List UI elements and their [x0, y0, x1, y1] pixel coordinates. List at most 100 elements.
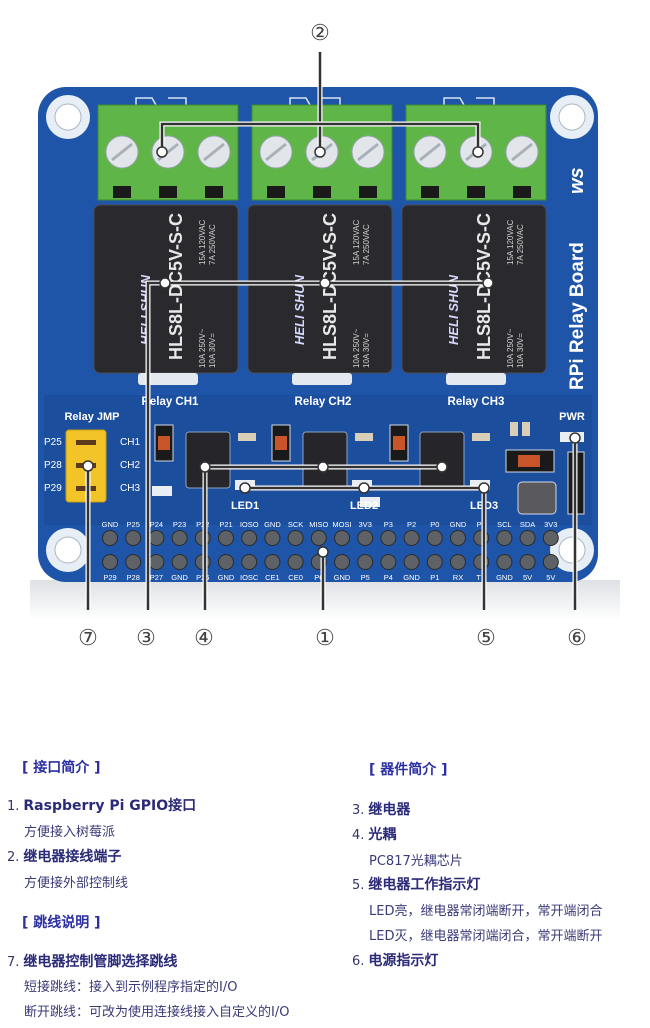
gpio-pin	[380, 530, 397, 546]
screw-slot	[419, 142, 441, 162]
wire-slot	[467, 186, 485, 198]
item-number: 6.	[352, 954, 365, 969]
item-title: 继电器工作指示灯	[368, 877, 481, 893]
gpio-top-label: P24	[150, 520, 163, 529]
component-item-5-desc-1: LED亮，继电器常闭端断开，常开端闭合	[369, 904, 603, 919]
diodes	[154, 424, 555, 473]
item-title: 电源指示灯	[368, 953, 439, 969]
callout-1: ①	[315, 625, 335, 650]
gpio-bottom-label: 5V	[546, 573, 555, 582]
gpio-pin	[218, 554, 234, 570]
relay-pad	[446, 373, 506, 385]
callout-5: ⑤	[476, 625, 496, 650]
gpio-top-label: 3V3	[359, 520, 372, 529]
jumper-ch-3: CH3	[120, 483, 140, 494]
gpio-pin	[542, 554, 559, 570]
relay-board-figure: HLS8L-DC5V-S-C HELI SHUN 10A 250V~ 15A 120V…	[30, 20, 620, 650]
gpio-top-label: 3V3	[544, 520, 557, 529]
gpio-bottom-label: P29	[103, 573, 116, 582]
relay-rating: 15A 120VAC	[352, 220, 361, 265]
wire-slot	[313, 186, 331, 198]
interface-item-2: 2.继电器接线端子	[7, 846, 121, 866]
gpio-top-label: P0	[430, 520, 439, 529]
callout-3: ③	[136, 625, 156, 650]
gpio-top-label: GND	[264, 520, 281, 529]
gpio-bottom-label: CE1	[265, 573, 280, 582]
wire-slot	[359, 186, 377, 198]
jumper-section-title: [ 跳线说明 ]	[22, 915, 101, 931]
gpio-bottom-label: GND	[496, 573, 513, 582]
callout-4: ④	[194, 625, 214, 650]
jumper-pin-2: P28	[44, 460, 62, 471]
wire-slot	[267, 186, 285, 198]
screw-slot	[511, 142, 533, 162]
jumper-item-7: 7.继电器控制管脚选择跳线	[7, 951, 177, 971]
gpio-bottom-label: P6	[314, 573, 323, 582]
gpio-pin	[102, 554, 118, 570]
gpio-pin	[496, 530, 513, 546]
jumper-item-7-desc-2: 断开跳线：可改为使用连接线接入自定义的I/O	[24, 1005, 290, 1020]
relay-rating: 7A 250VAC	[516, 224, 525, 265]
jumper-item-7-desc-1: 短接跳线：接入到示例程序指定的I/O	[24, 980, 238, 995]
screw-slot	[265, 142, 287, 162]
wire-slot	[205, 186, 223, 198]
gpio-top-label: P3	[384, 520, 393, 529]
gpio-pin	[496, 554, 513, 570]
gpio-bottom-label: RX	[453, 573, 463, 582]
led1-label: LED1	[231, 500, 259, 512]
jumper-title: Relay JMP	[64, 411, 119, 423]
gpio-bottom-label: P1	[430, 573, 439, 582]
gpio-pin	[148, 554, 165, 570]
gpio-top-label: IOSO	[240, 520, 259, 529]
gpio-pin	[264, 530, 281, 546]
gpio-pin	[450, 530, 466, 546]
gpio-top-label: MISO	[309, 520, 328, 529]
gpio-pin	[241, 554, 258, 570]
gpio-bottom-label: P5	[361, 573, 370, 582]
item-title: Raspberry Pi GPIO接口	[23, 798, 197, 814]
wire-slot	[513, 186, 531, 198]
item-number: 1.	[7, 799, 20, 814]
relay-rating: 10A 250V~	[352, 328, 361, 368]
gpio-pin	[380, 554, 397, 570]
callout-6: ⑥	[567, 625, 587, 650]
gpio-top-label: GND	[450, 520, 467, 529]
gpio-top-label: GND	[102, 520, 119, 529]
gpio-pin	[450, 554, 466, 570]
component-item-3: 3.继电器	[352, 799, 410, 819]
component-item-5: 5.继电器工作指示灯	[352, 874, 480, 894]
gpio-top-label: SCK	[288, 520, 303, 529]
relay-rating: 7A 250VAC	[208, 224, 217, 265]
gpio-bottom-label: IOSC	[240, 573, 259, 582]
component-item-5-desc-2: LED灭，继电器常闭端闭合，常开端断开	[369, 929, 603, 944]
gpio-bottom-label: P27	[150, 573, 163, 582]
gpio-pin	[148, 530, 165, 546]
screw-slot	[357, 142, 379, 162]
relay-channels: HLS8L-DC5V-S-C HELI SHUN 10A 250V~ 15A 120V…	[93, 104, 547, 385]
gpio-pin	[426, 530, 443, 546]
gpio-bottom-label: GND	[171, 573, 188, 582]
relay-ch3-label: Relay CH3	[448, 396, 505, 408]
gpio-pin	[310, 530, 327, 546]
component-item-4: 4.光耦	[352, 824, 396, 844]
gpio-top-label: P23	[173, 520, 186, 529]
relay-part-number: HLS8L-DC5V-S-C	[166, 213, 186, 360]
gpio-bottom-label: GND	[334, 573, 351, 582]
gpio-pin	[519, 554, 536, 570]
item-title: 继电器接线端子	[23, 849, 122, 865]
relay-brand: HELI SHUN	[292, 274, 307, 345]
gpio-pin	[357, 554, 374, 570]
optocouplers	[185, 431, 465, 489]
screw-slot	[111, 142, 133, 162]
gpio-pin	[357, 530, 374, 546]
wire-slot	[421, 186, 439, 198]
components-section-title: [ 器件简介 ]	[369, 762, 448, 778]
component-item-6: 6.电源指示灯	[352, 950, 438, 970]
relay-rating: 15A 120VAC	[198, 220, 207, 265]
jumper-pin-3: P29	[44, 483, 62, 494]
relay-rating: 10A 30V=	[208, 333, 217, 368]
screw-slot	[203, 142, 225, 162]
